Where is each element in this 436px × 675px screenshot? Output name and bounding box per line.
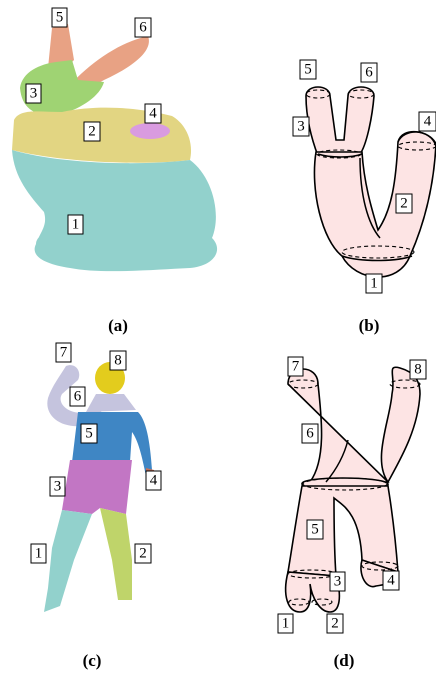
svg-text:7: 7: [60, 345, 68, 361]
svg-text:1: 1: [72, 217, 80, 233]
human-reeb-graph: 7 8 6 5 3 4 1 2: [278, 357, 426, 633]
human-label-3: 3: [50, 477, 65, 496]
bunny-label-4: 4: [145, 104, 161, 123]
reeb-b-label-6: 6: [361, 63, 377, 82]
reeb-b-label-3: 3: [293, 117, 309, 136]
svg-text:5: 5: [304, 62, 312, 78]
svg-text:2: 2: [400, 196, 408, 212]
human-label-7: 7: [56, 343, 71, 362]
reeb-d-label-3: 3: [330, 572, 345, 591]
reeb-d-label-4: 4: [383, 571, 399, 590]
svg-text:1: 1: [282, 616, 290, 632]
caption-b: (b): [359, 316, 380, 335]
svg-text:2: 2: [88, 124, 96, 140]
human-label-2: 2: [135, 544, 151, 563]
human-right-leg: [100, 508, 132, 600]
caption-a: (a): [108, 316, 128, 335]
caption-c: (c): [83, 651, 102, 670]
reeb-b-label-1: 1: [366, 274, 382, 293]
human-label-6: 6: [70, 387, 85, 406]
reeb-d-label-1: 1: [278, 614, 293, 633]
bunny-label-3: 3: [26, 84, 41, 103]
reeb-d-label-8: 8: [410, 360, 426, 379]
svg-text:3: 3: [297, 119, 305, 135]
human-label-5: 5: [81, 424, 97, 443]
svg-text:3: 3: [30, 86, 38, 102]
svg-text:2: 2: [331, 616, 339, 632]
svg-text:3: 3: [334, 574, 342, 590]
bunny-label-6: 6: [135, 18, 151, 37]
reeb-d-label-2: 2: [327, 614, 343, 633]
reeb-d-label-5: 5: [307, 520, 323, 539]
reeb-b-label-5: 5: [300, 60, 316, 79]
reeb-d-label-7: 7: [288, 357, 303, 376]
svg-text:4: 4: [150, 473, 158, 489]
human-hips: [62, 460, 132, 514]
svg-text:5: 5: [311, 522, 319, 538]
bunny-label-5: 5: [52, 8, 67, 27]
bunny-reeb-graph: 5 6 3 4 2 1: [293, 60, 436, 293]
bunny-mesh: 5 6 3 4 2 1: [12, 8, 217, 271]
svg-text:4: 4: [424, 114, 432, 130]
svg-text:6: 6: [365, 65, 373, 81]
bunny-label-1: 1: [68, 215, 83, 234]
human-chest-upper: [86, 394, 136, 412]
human-left-leg: [44, 510, 92, 612]
svg-text:2: 2: [139, 546, 147, 562]
reeb-b-label-4: 4: [419, 112, 436, 131]
svg-text:4: 4: [387, 573, 395, 589]
svg-text:6: 6: [74, 389, 82, 405]
bunny-tail-patch: [130, 123, 170, 139]
human-label-8: 8: [110, 351, 126, 370]
svg-text:7: 7: [292, 359, 300, 375]
bunny-label-2: 2: [84, 122, 100, 141]
svg-text:1: 1: [35, 546, 43, 562]
svg-text:1: 1: [370, 276, 378, 292]
svg-text:6: 6: [139, 20, 147, 36]
human-label-4: 4: [146, 471, 161, 490]
reeb-b-label-2: 2: [396, 194, 412, 213]
human-mesh: 7 8 6 5 3 4 1 2: [31, 343, 161, 612]
caption-d: (d): [334, 651, 355, 670]
svg-text:5: 5: [56, 10, 64, 26]
svg-text:8: 8: [114, 353, 122, 369]
svg-text:5: 5: [85, 426, 93, 442]
svg-text:3: 3: [54, 479, 62, 495]
reeb-d-label-6: 6: [302, 424, 318, 443]
svg-text:8: 8: [414, 362, 422, 378]
svg-text:6: 6: [306, 426, 314, 442]
human-label-1: 1: [31, 544, 46, 563]
svg-text:4: 4: [149, 106, 157, 122]
